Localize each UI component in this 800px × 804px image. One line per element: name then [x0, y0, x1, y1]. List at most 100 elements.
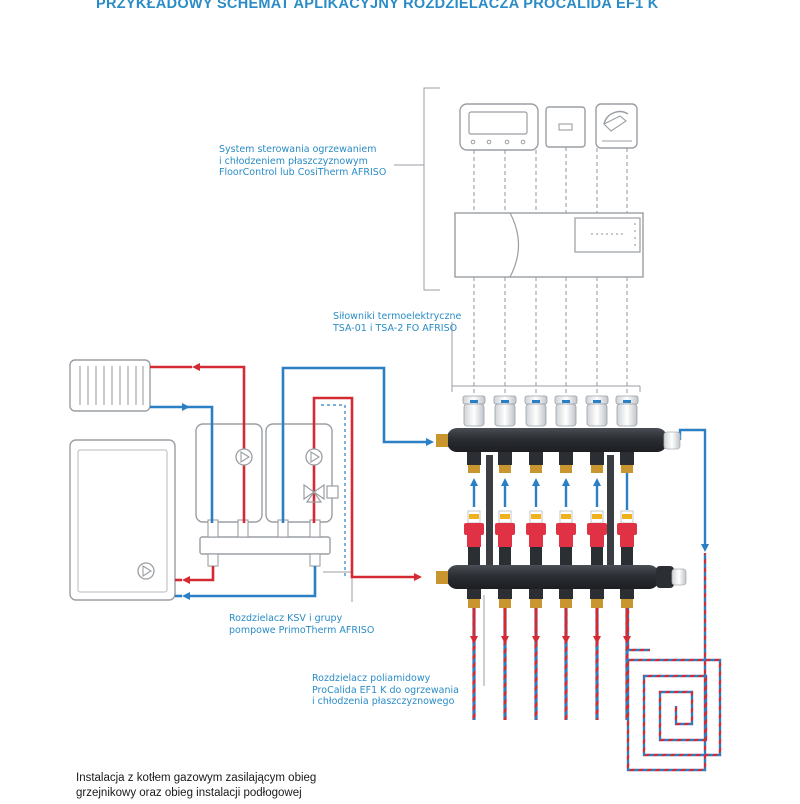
flowmeter-scale: [469, 514, 479, 519]
actuator-body: [586, 403, 608, 427]
control-wires-actuators: [473, 277, 628, 398]
caption-line: Instalacja z kotłem gazowym zasilającym …: [76, 772, 317, 784]
flowmeter-stem: [560, 547, 572, 565]
label-control-system-line: FloorControl lub CosiTherm AFRISO: [219, 167, 387, 178]
control-wires-top: [473, 147, 628, 214]
flowmeter-scale: [500, 514, 510, 519]
thermostat-simple: [545, 106, 586, 148]
label-actuators-line: TSA-01 i TSA-2 FO AFRISO: [333, 322, 458, 334]
actuator-indicator: [623, 400, 631, 403]
actuator-body: [494, 403, 516, 427]
label-actuators: Siłowniki termoelektryczne TSA-01 i TSA-…: [333, 311, 461, 334]
tie-rod: [486, 455, 493, 570]
outlet-body: [498, 589, 512, 599]
return-bar: [447, 565, 659, 589]
flowmeter-base: [559, 535, 573, 547]
brass-outlet: [621, 599, 633, 608]
flowmeter-cap: [617, 523, 637, 535]
label-actuators-line: Siłowniki termoelektryczne: [333, 311, 462, 322]
actuator-indicator: [532, 400, 540, 403]
pump-icon-2: [305, 448, 323, 466]
outlet-body: [529, 589, 543, 599]
controller-unit: [454, 212, 644, 278]
flowmeter-cap: [556, 523, 576, 535]
tie-rod: [607, 455, 614, 570]
brass-fitting: [436, 571, 448, 584]
flowmeter-scale: [592, 514, 602, 519]
label-control-system-line: System sterowania ogrzewaniem: [219, 144, 377, 155]
outlet-body: [498, 452, 512, 465]
outlet-body: [559, 452, 573, 465]
radiator: [69, 359, 151, 412]
brass-outlet: [560, 599, 572, 608]
outlet-body: [620, 589, 634, 599]
supply-bar: [447, 428, 667, 452]
actuator-body: [463, 403, 485, 427]
brass-outlet: [530, 599, 542, 608]
flowmeter-scale: [561, 514, 571, 519]
label-ksv: Rozdzielacz KSV i grupy pompowe PrimoThe…: [229, 613, 374, 636]
floor-return-pipe: [281, 366, 434, 523]
label-ksv-line: Rozdzielacz KSV i grupy: [229, 613, 343, 624]
gas-boiler: [69, 439, 176, 601]
actuator-body: [555, 403, 577, 427]
flowmeter-stem: [621, 547, 633, 565]
outlet-body: [467, 452, 481, 465]
brass-outlet: [591, 465, 603, 473]
flowmeter-cap: [495, 523, 515, 535]
actuator-body: [525, 403, 547, 427]
flowmeter-stem: [499, 547, 511, 565]
label-procalida-line: ProCalida EF1 K do ogrzewania: [312, 684, 459, 696]
pump-group-2: [265, 423, 333, 523]
flowmeter-stem: [468, 547, 480, 565]
boiler-return-pipe: [175, 566, 317, 600]
outlet-body: [529, 452, 543, 465]
diagram-caption: Instalacja z kotłem gazowym zasilającym …: [76, 771, 316, 801]
brass-outlet: [499, 599, 511, 608]
radiator-supply-pipe: [150, 363, 246, 523]
flowmeter-cap: [526, 523, 546, 535]
flowmeter-cap: [464, 523, 484, 535]
flowmeter-base: [467, 535, 481, 547]
brass-outlet: [530, 465, 542, 473]
outlet-body: [620, 452, 634, 465]
page-title: PRZYKŁADOWY SCHEMAT APLIKACYJNY ROZDZIEL…: [96, 0, 659, 12]
ksv-distributor-bar: [199, 519, 331, 567]
label-procalida-line: Rozdzielacz poliamidowy: [312, 673, 431, 684]
brass-outlet: [591, 599, 603, 608]
flowmeter-base: [498, 535, 512, 547]
caption-line: grzejnikowy oraz obieg instalacji podłog…: [76, 787, 302, 799]
flowmeter-base: [620, 535, 634, 547]
actuator-indicator: [470, 400, 478, 403]
thermostat-display: [459, 103, 539, 151]
brass-fitting: [436, 434, 448, 447]
flowmeter-scale: [622, 514, 632, 519]
flowmeter-base: [529, 535, 543, 547]
flowmeter-scale: [531, 514, 541, 519]
brass-outlet: [468, 465, 480, 473]
mixing-valve-icon: [303, 483, 339, 503]
floor-supply-pipe: [312, 396, 422, 581]
heating-coil: [626, 428, 722, 772]
label-control-system-line: i chłodzeniem płaszczyznowym: [219, 155, 368, 167]
flowmeter-stem: [530, 547, 542, 565]
flowmeter-base: [590, 535, 604, 547]
outlet-body: [590, 452, 604, 465]
brass-outlet: [621, 465, 633, 473]
brass-outlet: [468, 599, 480, 608]
outlet-body: [590, 589, 604, 599]
actuator-indicator: [562, 400, 570, 403]
label-procalida-line: i chłodzenia płaszczyznowego: [312, 696, 455, 707]
flowmeter-stem: [591, 547, 603, 565]
pump-group-1: [195, 423, 263, 523]
bar-end: [656, 566, 674, 588]
actuator-body: [616, 403, 638, 427]
boiler-supply-pipe: [175, 566, 215, 584]
circuit-pipes: [470, 473, 631, 720]
radiator-return-pipe: [150, 403, 214, 523]
end-cap: [671, 568, 687, 586]
outlet-body: [559, 589, 573, 599]
actuator-indicator: [593, 400, 601, 403]
